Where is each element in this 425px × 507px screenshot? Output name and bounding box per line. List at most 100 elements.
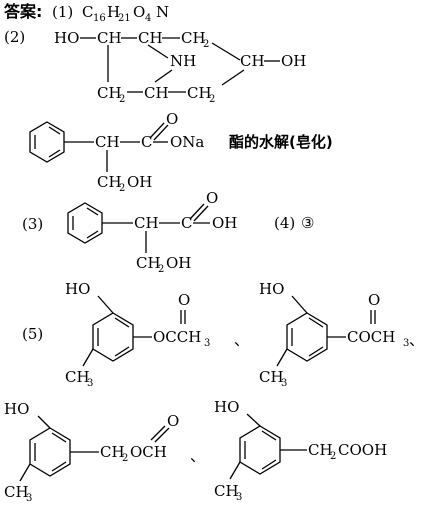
methyl-label: CH bbox=[214, 482, 239, 500]
methyl-subscript: 3 bbox=[204, 338, 210, 349]
reaction-type-note: 酯的水解(皂化) bbox=[229, 133, 333, 151]
methyl-label: CH bbox=[65, 368, 90, 386]
formula-carbon-count: 16 bbox=[93, 13, 106, 24]
methylene-label: CH bbox=[181, 29, 206, 47]
double-bond bbox=[189, 203, 205, 220]
part3-structure: (3) CH C O OH CH 2 OH bbox=[22, 189, 237, 275]
methine-label: CH bbox=[95, 133, 120, 151]
double-bond bbox=[150, 425, 166, 441]
methyl-subscript: 3 bbox=[87, 378, 93, 389]
carboxyl-hydroxyl: OH bbox=[212, 214, 237, 232]
formula-oxygen-count: 4 bbox=[145, 13, 151, 24]
double-bond bbox=[86, 230, 99, 239]
hydroxyl-label: OH bbox=[166, 254, 191, 272]
double-bond bbox=[261, 430, 277, 441]
formula-hydrogen: H bbox=[107, 3, 120, 21]
amine-label: NH bbox=[170, 52, 196, 70]
double-bond bbox=[261, 459, 277, 470]
methylene-subscript: 2 bbox=[203, 39, 209, 50]
hydroxyl-label: OH bbox=[281, 52, 306, 70]
double-bond bbox=[48, 126, 61, 135]
part4-answer: (4) ③ bbox=[274, 214, 314, 232]
part5-isomer-b: HO COCH 3 O CH 3 、 bbox=[259, 280, 424, 389]
benzene-ring bbox=[92, 312, 134, 362]
bond bbox=[154, 69, 173, 83]
formate-ester-group: OCH bbox=[130, 443, 167, 461]
methine-label: CH bbox=[138, 29, 163, 47]
hydroxyl-label: HO bbox=[54, 29, 79, 47]
bond bbox=[147, 44, 169, 59]
methyl-subscript: 3 bbox=[236, 492, 242, 503]
answer-label: 答案: bbox=[4, 2, 42, 21]
double-bond bbox=[193, 205, 209, 222]
double-bond bbox=[51, 432, 67, 443]
sodium-carboxylate: ONa bbox=[170, 133, 204, 151]
hydroxyl-label: HO bbox=[259, 280, 284, 298]
ester-group: OCCH bbox=[153, 328, 201, 346]
bond bbox=[37, 415, 51, 429]
methylene-subscript: 2 bbox=[209, 94, 215, 105]
double-bond bbox=[154, 427, 170, 443]
separator: 、 bbox=[190, 447, 205, 465]
answer-header: 答案: (1) C 16 H 21 O 4 N bbox=[4, 2, 169, 24]
carbonyl-carbon: C bbox=[181, 214, 192, 232]
formula-nitrogen: N bbox=[156, 3, 169, 21]
methylene-subscript: 2 bbox=[119, 94, 125, 105]
part5-isomer-a: (5) HO OCCH 3 O CH 3 、 bbox=[22, 280, 249, 389]
formula-hydrogen-count: 21 bbox=[118, 13, 131, 24]
benzene-ring bbox=[239, 425, 281, 475]
part5-number: (5) bbox=[22, 325, 43, 343]
carbonyl-oxygen: O bbox=[166, 110, 178, 128]
methylene-label: CH bbox=[136, 254, 161, 272]
methylene-subscript: 2 bbox=[119, 183, 125, 194]
hydroxyl-label: OH bbox=[127, 173, 152, 191]
methylene-label: CH bbox=[187, 84, 212, 102]
hydroxyl-label: HO bbox=[214, 398, 239, 416]
benzene-ring bbox=[286, 312, 328, 362]
carbonyl-oxygen: O bbox=[178, 291, 190, 309]
hydroxyl-label: HO bbox=[65, 280, 90, 298]
bond bbox=[211, 42, 241, 61]
methylene-label: CH bbox=[100, 443, 125, 461]
carbonyl-oxygen: O bbox=[206, 189, 218, 207]
bond bbox=[19, 463, 31, 482]
carboxyl-group: COOH bbox=[338, 441, 387, 459]
double-bond bbox=[114, 317, 130, 328]
double-bond bbox=[308, 346, 324, 357]
methyl-label: CH bbox=[259, 368, 284, 386]
double-bond bbox=[48, 149, 61, 158]
methyl-subscript: 3 bbox=[403, 338, 409, 349]
methine-label: CH bbox=[144, 84, 169, 102]
methylene-label: CH bbox=[97, 84, 122, 102]
benzene-ring bbox=[29, 121, 65, 163]
methylene-subscript: 2 bbox=[122, 453, 128, 464]
double-bond bbox=[114, 346, 130, 357]
methyl-subscript: 3 bbox=[281, 378, 287, 389]
bond bbox=[246, 413, 261, 427]
part4-number: (4) bbox=[274, 214, 295, 232]
formula-carbon: C bbox=[82, 3, 93, 21]
part5-isomer-d: HO CH 2 COOH CH 3 bbox=[214, 398, 387, 503]
part4-choice: ③ bbox=[301, 214, 314, 232]
methyl-label: CH bbox=[4, 483, 29, 501]
double-bond bbox=[86, 207, 99, 216]
methylene-label: CH bbox=[308, 441, 333, 459]
part3-number: (3) bbox=[22, 215, 43, 233]
bond bbox=[276, 348, 288, 367]
double-bond bbox=[308, 317, 324, 328]
carbonyl-carbon: C bbox=[141, 133, 152, 151]
separator: 、 bbox=[409, 331, 424, 349]
part2-structure-2: CH C O ONa CH 2 OH 酯的水解(皂化) bbox=[29, 110, 333, 194]
bond bbox=[82, 348, 94, 367]
bond bbox=[291, 295, 308, 314]
formula-oxygen: O bbox=[133, 3, 145, 21]
benzene-ring bbox=[29, 427, 71, 477]
methine-label: CH bbox=[97, 29, 122, 47]
methylene-label: CH bbox=[97, 173, 122, 191]
bond bbox=[229, 461, 241, 480]
separator: 、 bbox=[234, 331, 249, 349]
methylene-subscript: 2 bbox=[158, 264, 164, 275]
double-bond bbox=[51, 461, 67, 472]
part1-number: (1) bbox=[52, 3, 73, 21]
